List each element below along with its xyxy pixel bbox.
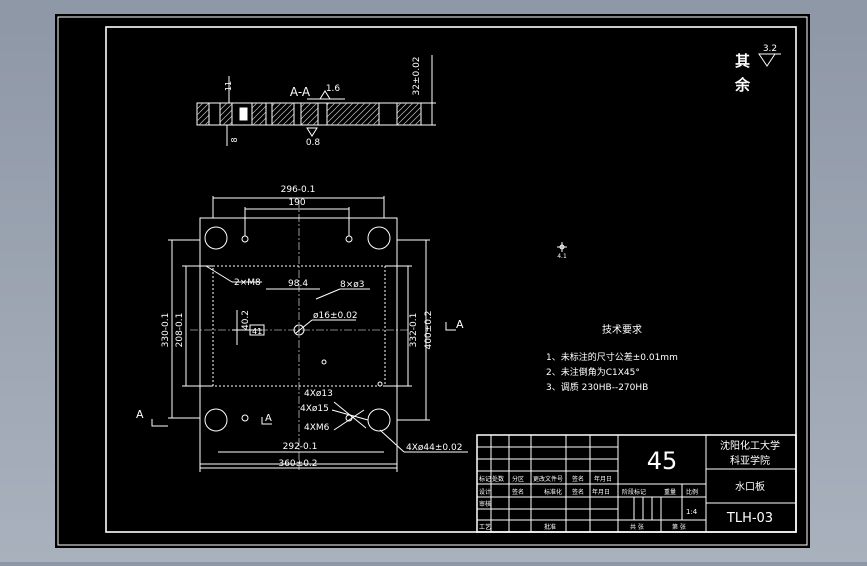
tb-stage-b: 重量 <box>664 488 676 496</box>
section-mark-right: A <box>456 318 464 331</box>
tb-r1-a: 标记 <box>479 475 491 483</box>
tb-r2-c: 标准化 <box>544 488 562 496</box>
label-4x15: 4Xø15 <box>300 404 329 414</box>
corner-hole-tl <box>204 226 228 250</box>
corner-hole-tr <box>367 226 391 250</box>
dim-section-top: 11 <box>224 81 233 91</box>
hatch-line <box>354 102 378 126</box>
tech-req-title: 技术要求 <box>602 323 642 336</box>
dim-section-left: 8 <box>230 137 239 142</box>
dim-left-inner: 208-0.1 <box>175 313 185 348</box>
dim-bottom-inner: 292-0.1 <box>283 442 318 452</box>
dim-top-outer: 296-0.1 <box>281 185 316 195</box>
dim-left-outer: 330-0.1 <box>161 313 171 348</box>
corner-hole-bl <box>204 408 228 432</box>
title-block-labels: 标记 处数 分区 更改文件号 签名 年月日 设计 签名 标准化 签名 年月日 阶… <box>479 475 698 531</box>
tech-req-item-1: 1、未标注的尺寸公差±0.01mm <box>546 351 678 363</box>
crosshair-icon <box>557 242 567 252</box>
tb-r1-c: 分区 <box>512 475 524 483</box>
pin-hole <box>321 359 327 365</box>
tb-school-line1: 沈阳化工大学 <box>720 439 780 452</box>
title-block <box>476 434 797 533</box>
tb-r2-d: 签名 <box>572 488 584 496</box>
tb-r1-d: 更改文件号 <box>533 475 563 483</box>
label-4x44: 4Xø44±0.02 <box>406 443 462 453</box>
hatch-line <box>396 102 420 126</box>
tb-stage-a: 阶段标记 <box>622 488 646 496</box>
hatch-line <box>402 106 422 126</box>
section-insert <box>239 107 248 121</box>
tb-drawing-no: TLH-03 <box>726 511 773 526</box>
dim-bottom-outer: 360±0.2 <box>278 459 317 469</box>
tb-sheet-b: 第 张 <box>672 523 686 531</box>
tb-r4-b: 批准 <box>544 523 556 531</box>
tb-school-line2: 科亚学院 <box>730 454 770 467</box>
label-40-2: 40.2 <box>241 310 251 330</box>
tb-r1-e: 签名 <box>572 475 584 483</box>
tb-r3-a: 审核 <box>479 500 491 508</box>
hatch-line <box>408 112 422 126</box>
tb-r2-e: 年月日 <box>592 488 610 496</box>
tb-r1-f: 年月日 <box>594 475 612 483</box>
small-mark-label: 4.1 <box>557 253 567 260</box>
tb-material: 45 <box>647 447 678 475</box>
roughness-note-line2: 余 <box>734 76 751 94</box>
plan-view <box>151 196 468 472</box>
hatch-line <box>348 102 372 126</box>
hatch-line <box>196 102 204 110</box>
roughness-note-line1: 其 <box>735 52 750 70</box>
tb-r4-a: 工艺 <box>479 523 491 531</box>
tech-req-item-3: 3、调质 230HB--270HB <box>546 381 648 393</box>
hatch-line <box>336 102 360 126</box>
sheet-border-inner <box>105 26 797 533</box>
section-label: A-A <box>290 85 311 99</box>
hatch-line <box>324 102 348 126</box>
hatch-line <box>196 102 210 116</box>
sheet-border-outer <box>57 16 808 546</box>
roughness-value: 3.2 <box>763 44 777 54</box>
tb-scale: 1:4 <box>686 508 698 516</box>
section-mark-left: A <box>136 408 144 421</box>
label-8x3: 8×ø3 <box>340 280 365 290</box>
roughness-bottom-value: 0.8 <box>306 138 321 148</box>
label-98-4: 98.4 <box>288 279 308 289</box>
plan-view-labels: 296-0.1 190 330-0.1 208-0.1 332-0.1 400±… <box>136 185 464 469</box>
hatch-line <box>270 102 294 126</box>
roughness-top-value: 1.6 <box>326 84 341 94</box>
tb-sheet-a: 共 张 <box>630 523 644 531</box>
m6-hole-bl <box>241 414 249 422</box>
dim-section-thickness: 32±0.02 <box>412 56 422 95</box>
label-41: 41 <box>252 327 262 336</box>
label-4x13: 4Xø13 <box>304 389 333 399</box>
label-2xm8: 2×M8 <box>234 278 261 288</box>
tb-r2-a: 设计 <box>479 488 491 496</box>
label-4xm6: 4XM6 <box>304 423 330 433</box>
tb-stage-c: 比例 <box>686 488 698 496</box>
section-mark-bottom: A <box>265 413 272 424</box>
section-view <box>196 55 436 146</box>
plate-outline <box>199 217 398 465</box>
pin-hole-2 <box>377 381 383 387</box>
hatch-line <box>414 118 422 126</box>
tb-r1-b: 处数 <box>492 475 504 483</box>
tb-r2-b: 签名 <box>512 488 524 496</box>
label-bore: ø16±0.02 <box>313 311 358 321</box>
hatch-line <box>330 102 354 126</box>
dim-right-outer: 400±0.2 <box>424 310 434 349</box>
dim-top-inner: 190 <box>288 198 305 208</box>
tb-part-name: 水口板 <box>735 480 765 493</box>
section-outline <box>196 102 422 126</box>
tech-req-item-2: 2、未注倒角为C1X45° <box>546 366 640 378</box>
dim-right-inner: 332-0.1 <box>409 313 419 348</box>
hatch-line <box>342 102 366 126</box>
